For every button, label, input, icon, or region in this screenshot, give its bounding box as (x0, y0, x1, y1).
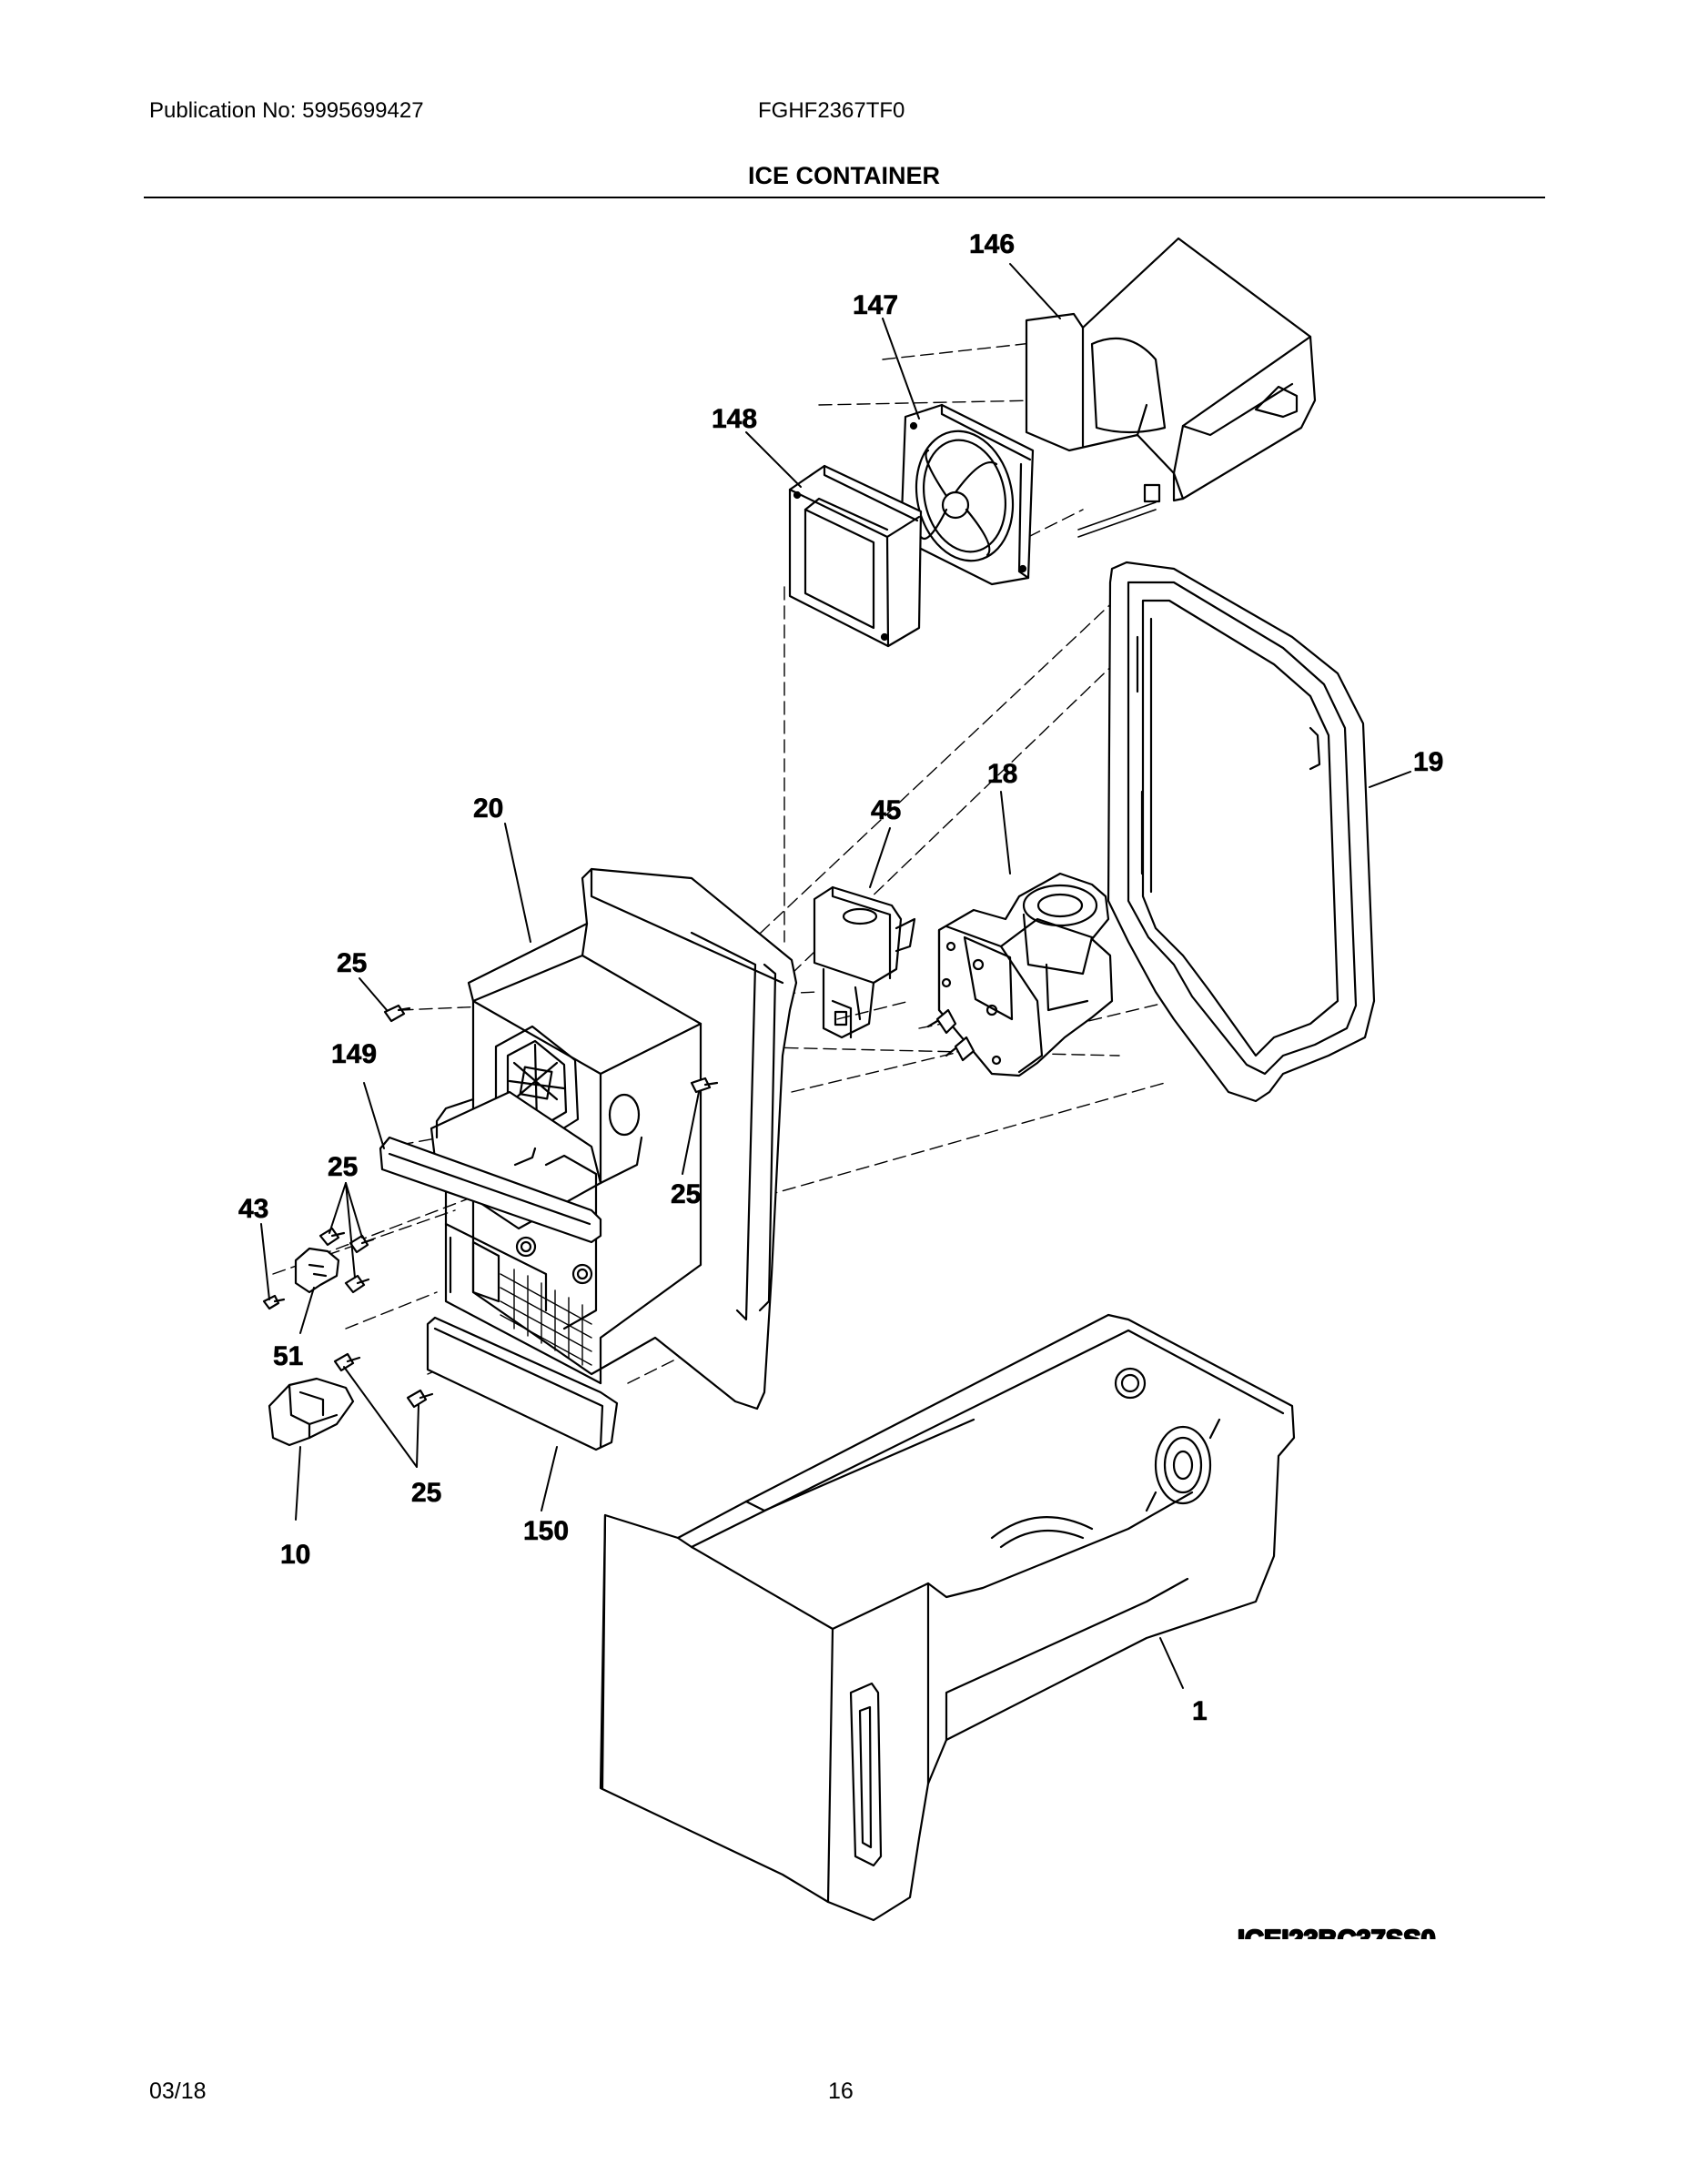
screw-25-c (318, 1227, 346, 1247)
callout-19: 19 (1413, 747, 1443, 777)
callout-149: 149 (331, 1039, 377, 1069)
callout-147: 147 (853, 290, 898, 320)
screw-43 (262, 1294, 286, 1310)
callout-25-d: 25 (411, 1478, 441, 1508)
header-rule (144, 197, 1545, 198)
part-19-gasket (1107, 561, 1376, 1103)
screw-25-a (383, 1004, 411, 1023)
callout-150: 150 (523, 1516, 569, 1546)
callout-10: 10 (280, 1540, 310, 1570)
leader-lines (260, 263, 1411, 1689)
part-148-fan-frame (788, 464, 923, 648)
callout-20: 20 (473, 794, 503, 824)
model-number: FGHF2367TF0 (758, 98, 905, 123)
diagram-code-wrapper: ICEI23BC37SS0 (1237, 1925, 1437, 1955)
diagram-code: ICEI23BC37SS0 (1238, 1926, 1436, 1955)
publication-number: Publication No: 5995699427 (149, 98, 424, 123)
part-149-strip (379, 1136, 602, 1244)
callout-45: 45 (871, 795, 901, 825)
page-title: ICE CONTAINER (747, 162, 940, 189)
callout-51: 51 (273, 1341, 303, 1371)
footer-date: 03/18 (149, 2078, 207, 2104)
screw-25-f (333, 1352, 361, 1372)
part-146-fan-duct (1025, 237, 1317, 538)
screws (262, 1004, 719, 1409)
callout-18: 18 (987, 759, 1017, 789)
callout-146: 146 (969, 229, 1015, 259)
part-20-housing (430, 867, 798, 1410)
screw-25-b (690, 1077, 719, 1094)
part-1-ice-bucket (599, 1313, 1296, 1922)
part-51-bracket (294, 1247, 340, 1294)
screw-25-g (406, 1389, 434, 1409)
screw-25-e (344, 1274, 370, 1294)
callout-25-c: 25 (671, 1179, 701, 1209)
part-150-trim (426, 1316, 619, 1451)
vent-grid (500, 1269, 592, 1366)
part-45-solenoid (813, 885, 916, 1039)
screw-25-d (349, 1234, 375, 1254)
callout-25-b: 25 (328, 1152, 358, 1182)
part-18-motor (926, 872, 1114, 1077)
callout-labels: 146 147 148 19 18 45 20 25 149 25 25 43 … (238, 229, 1444, 1727)
callout-148: 148 (712, 404, 757, 434)
callout-1: 1 (1192, 1696, 1208, 1726)
callout-25-a: 25 (337, 948, 367, 978)
callout-43: 43 (238, 1194, 268, 1224)
page-number: 16 (828, 2078, 854, 2104)
part-10-cap (268, 1377, 355, 1447)
